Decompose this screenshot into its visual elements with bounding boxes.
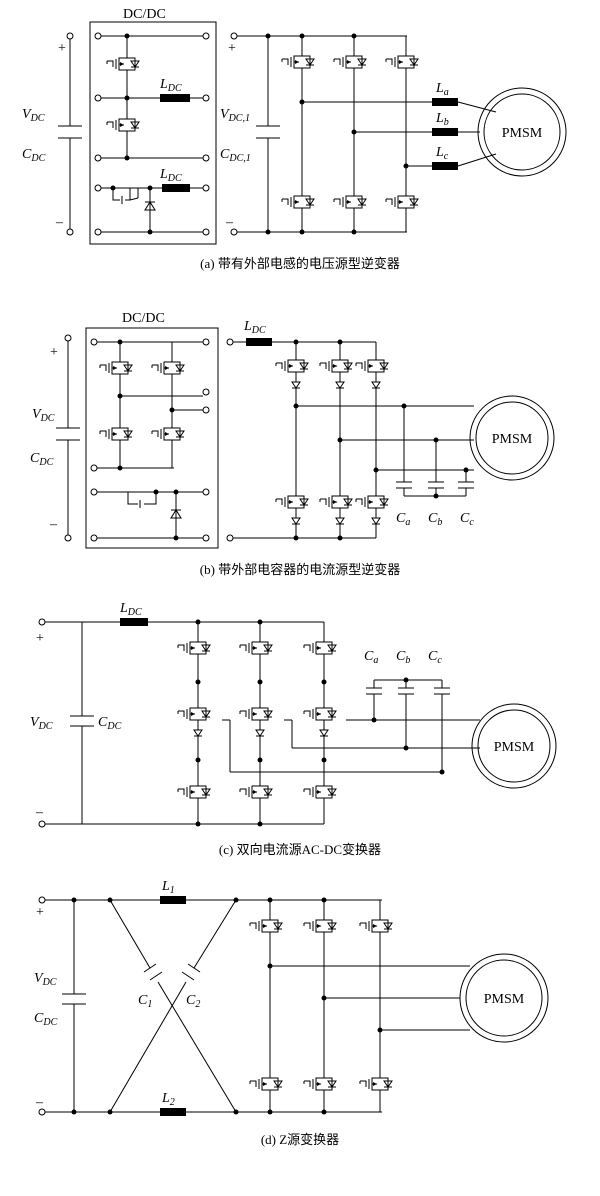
panel-b: + – VDC CDC DC/DC	[30, 311, 555, 577]
caption-c: (c) 双向电流源AC-DC变换器	[219, 842, 381, 857]
svg-text:+: +	[50, 345, 58, 360]
ca-label-c: Ca	[364, 649, 378, 666]
dcdc-box-b	[85, 327, 219, 549]
c-dc-label-c: CDC	[98, 715, 122, 732]
l-dc-label-top: LDC	[159, 77, 182, 94]
c2-label: C2	[186, 993, 200, 1010]
panel-a: + – VDC CDC DC/DC LDC	[22, 7, 567, 271]
svg-text:PMSM: PMSM	[492, 432, 533, 447]
l2-label: L2	[161, 1091, 175, 1108]
svg-text:–: –	[225, 215, 234, 230]
pmsm-motor-a: PMSM	[477, 87, 567, 177]
svg-text:DC/DC: DC/DC	[122, 311, 165, 326]
inverter-legs-a	[281, 33, 419, 235]
svg-text:+: +	[228, 41, 236, 56]
svg-text:–: –	[49, 517, 58, 532]
svg-text:+: +	[36, 631, 44, 646]
svg-text:PMSM: PMSM	[484, 992, 525, 1007]
cc-label-c: Cc	[428, 649, 442, 666]
panel-c: + – LDC VDC CDC	[30, 601, 557, 857]
pmsm-motor-b: PMSM	[469, 395, 555, 481]
caption-b: (b) 带外部电容器的电流源型逆变器	[200, 562, 400, 577]
minus-sign: –	[55, 215, 64, 230]
svg-text:–: –	[35, 1095, 44, 1110]
l1-label: L1	[161, 879, 175, 896]
v-dc-label-b: VDC	[32, 407, 55, 424]
l-dc-label-c: LDC	[119, 601, 142, 618]
svg-text:–: –	[35, 805, 44, 820]
caption-d: (d) Z源变换器	[261, 1132, 339, 1147]
v-dc1-label: VDC,1	[220, 107, 250, 124]
svg-text:+: +	[36, 905, 44, 920]
svg-text:PMSM: PMSM	[502, 126, 543, 141]
caption-a: (a) 带有外部电感的电压源型逆变器	[200, 256, 400, 271]
svg-text:PMSM: PMSM	[494, 740, 535, 755]
pmsm-motor-c: PMSM	[471, 703, 557, 789]
v-dc-label-d: VDC	[34, 971, 57, 988]
l-dc-label-b: LDC	[243, 319, 266, 336]
c-dc-label: CDC	[22, 147, 46, 164]
c1-label: C1	[138, 993, 152, 1010]
ca-label-b: Ca	[396, 511, 410, 528]
dcdc-box	[89, 21, 217, 245]
dcdc-label: DC/DC	[123, 7, 166, 22]
v-dc-label: VDC	[22, 107, 45, 124]
v-dc-label-c: VDC	[30, 715, 53, 732]
cb-label-c: Cb	[396, 649, 410, 666]
lc-label: Lc	[435, 145, 449, 162]
c-dc-label-d: CDC	[34, 1011, 58, 1028]
cb-label-b: Cb	[428, 511, 442, 528]
panel-d: + – L1 L2 VDC CDC C1 C2	[34, 879, 549, 1147]
la-label: La	[435, 81, 449, 98]
c-dc-label-b: CDC	[30, 451, 54, 468]
cc-label-b: Cc	[460, 511, 474, 528]
plus-sign: +	[58, 41, 66, 56]
l-dc-label-bottom: LDC	[159, 167, 182, 184]
pmsm-motor-d: PMSM	[459, 953, 549, 1043]
c-dc1-label: CDC,1	[220, 147, 251, 164]
lb-label: Lb	[435, 111, 449, 128]
